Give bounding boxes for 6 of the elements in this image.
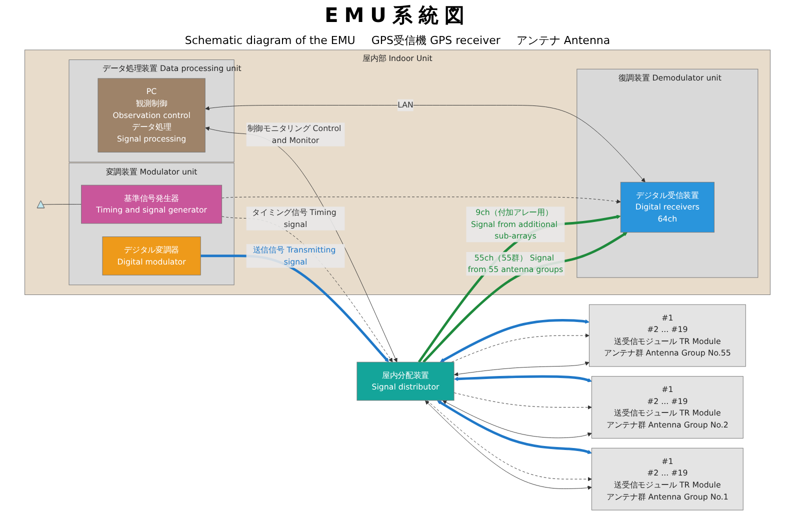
- arrow: [454, 375, 592, 382]
- connector: [42, 204, 82, 205]
- title: EMU系統図: [324, 2, 470, 29]
- note-text: アンテナ Antenna: [516, 33, 610, 48]
- note-text: Schematic diagram of the EMU: [184, 34, 356, 47]
- note-text: GPS受信機 GPS receiver: [371, 33, 500, 48]
